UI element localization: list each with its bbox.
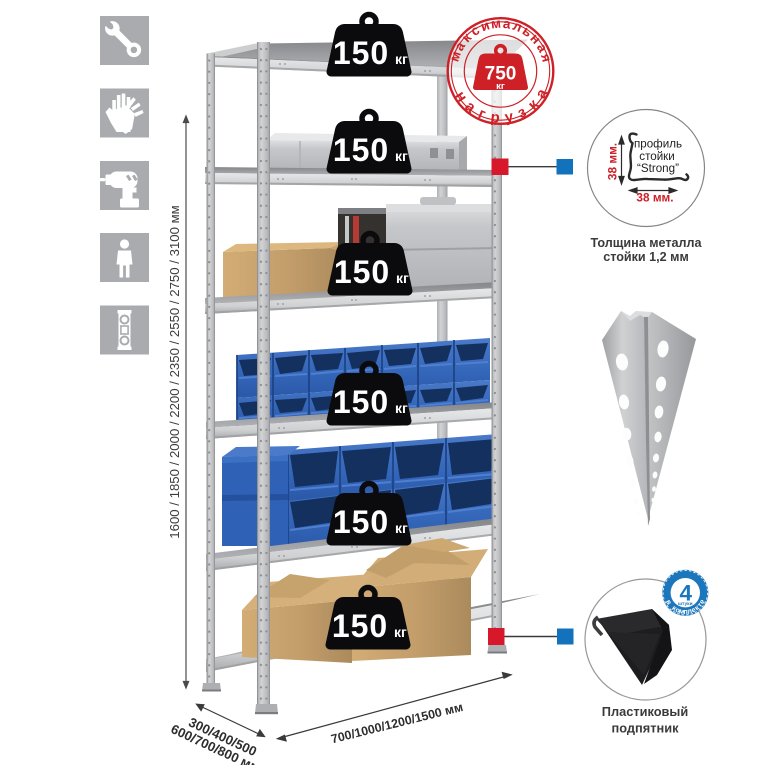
svg-text:Пластиковый: Пластиковый (602, 704, 688, 719)
svg-text:38 мм.: 38 мм. (606, 143, 620, 180)
svg-text:п: п (683, 607, 688, 616)
svg-text:к: к (692, 603, 701, 613)
svg-text:кг: кг (496, 81, 505, 92)
svg-text:к: к (670, 603, 678, 613)
svg-text:т: т (695, 600, 704, 609)
svg-text:е: е (690, 605, 697, 615)
svg-text:подпятник: подпятник (612, 721, 680, 736)
svg-text:м: м (490, 16, 501, 32)
svg-text:стойки: стойки (639, 150, 674, 163)
svg-text:стойки 1,2 мм: стойки 1,2 мм (603, 250, 689, 264)
svg-text:38 мм.: 38 мм. (636, 191, 673, 205)
svg-text:штуки: штуки (678, 602, 693, 607)
svg-text:а: а (502, 16, 512, 32)
svg-text:л: л (686, 606, 693, 616)
svg-text:профиль: профиль (634, 138, 682, 151)
svg-text:в: в (664, 598, 674, 607)
svg-text:“Strong”: “Strong” (637, 162, 679, 175)
svg-text:700/1000/1200/1500 мм: 700/1000/1200/1500 мм (330, 700, 465, 746)
svg-text:я: я (538, 52, 555, 64)
svg-text:4: 4 (680, 581, 693, 606)
svg-text:1600 / 1850 / 2000 / 2200 / 23: 1600 / 1850 / 2000 / 2200 / 2350 / 2550 … (167, 205, 182, 538)
svg-text:о: о (674, 605, 682, 615)
svg-text:е: е (697, 598, 707, 606)
svg-text:750: 750 (485, 64, 517, 85)
svg-text:Толщина металла: Толщина металла (590, 236, 702, 250)
svg-text:р: р (490, 109, 501, 127)
svg-text:м: м (446, 49, 463, 63)
svg-text:м: м (678, 606, 685, 616)
svg-text:у: у (503, 108, 515, 126)
